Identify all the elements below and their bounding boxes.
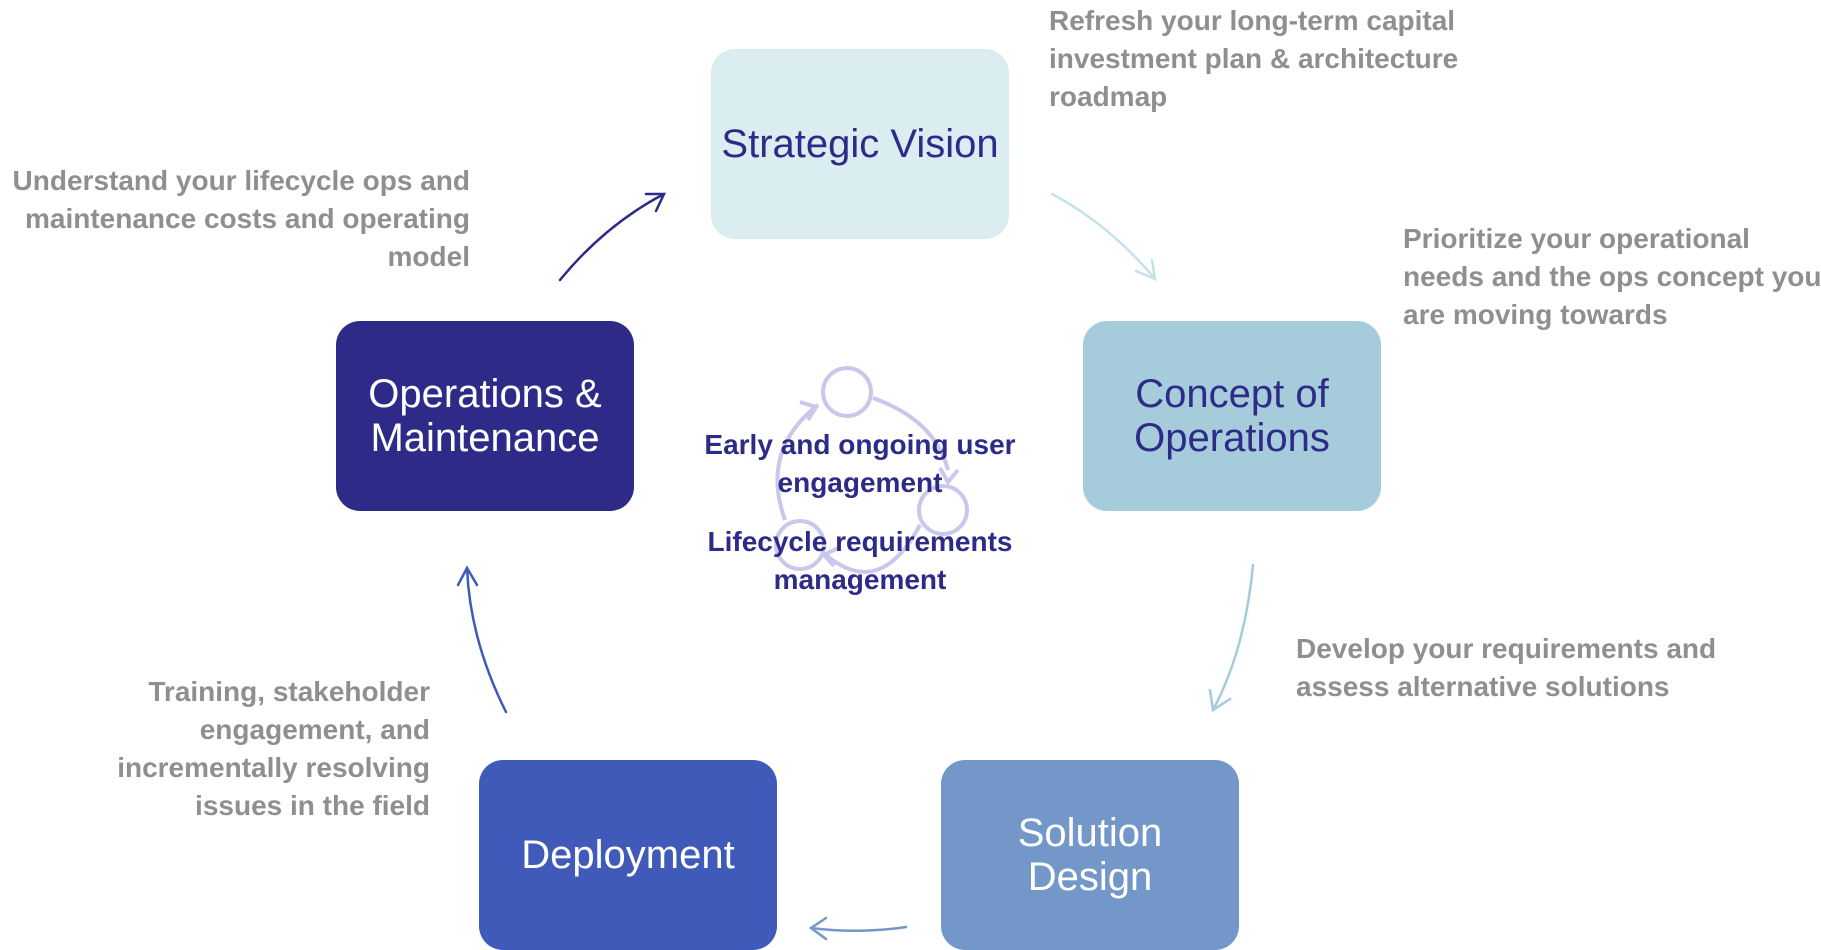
cycle-arc-bottom — [824, 524, 922, 574]
arrow-conops-to-design — [1208, 563, 1255, 713]
stage-solution-design: Solution Design — [941, 760, 1239, 950]
cycle-node-top — [821, 366, 873, 418]
cycle-icon — [774, 366, 969, 574]
stage-concept-of-operations-label: Concept of Operations — [1134, 372, 1330, 460]
note-strategic-vision: Refresh your long-term capital investmen… — [1049, 5, 1459, 112]
cycle-arrowhead-1 — [938, 467, 960, 486]
center-label-user-engagement: Early and ongoing user engagement — [704, 429, 1016, 498]
stage-strategic-vision: Strategic Vision — [711, 49, 1009, 239]
arrow-design-to-deploy — [808, 916, 908, 941]
stage-operations-maintenance-label: Operations & Maintenance — [368, 372, 602, 460]
cycle-arc-left — [775, 403, 820, 521]
cycle-node-left — [774, 519, 826, 571]
stage-strategic-vision-label: Strategic Vision — [721, 122, 999, 166]
stage-solution-design-label: Solution Design — [1017, 811, 1163, 899]
stage-deployment-label: Deployment — [521, 833, 735, 877]
arrow-vision-to-conops — [1050, 192, 1157, 282]
stage-deployment: Deployment — [479, 760, 777, 950]
cycle-arrowhead-2 — [820, 546, 839, 568]
cycle-arrowhead-3 — [799, 400, 820, 422]
center-label-requirements-management: Lifecycle requirements management — [707, 526, 1013, 595]
arrow-deploy-to-ops — [456, 565, 508, 714]
note-concept-of-operations: Prioritize your operational needs and th… — [1403, 223, 1821, 330]
cycle-arc-top-right — [872, 396, 950, 471]
arrow-ops-to-vision — [558, 192, 666, 282]
stage-operations-maintenance: Operations & Maintenance — [336, 321, 634, 511]
note-solution-design: Develop your requirements and assess alt… — [1296, 633, 1717, 702]
cycle-node-right — [917, 484, 969, 536]
note-operations-maintenance: Understand your lifecycle ops and mainte… — [12, 165, 470, 272]
stage-concept-of-operations: Concept of Operations — [1083, 321, 1381, 511]
note-deployment: Training, stakeholder engagement, and in… — [117, 676, 430, 821]
